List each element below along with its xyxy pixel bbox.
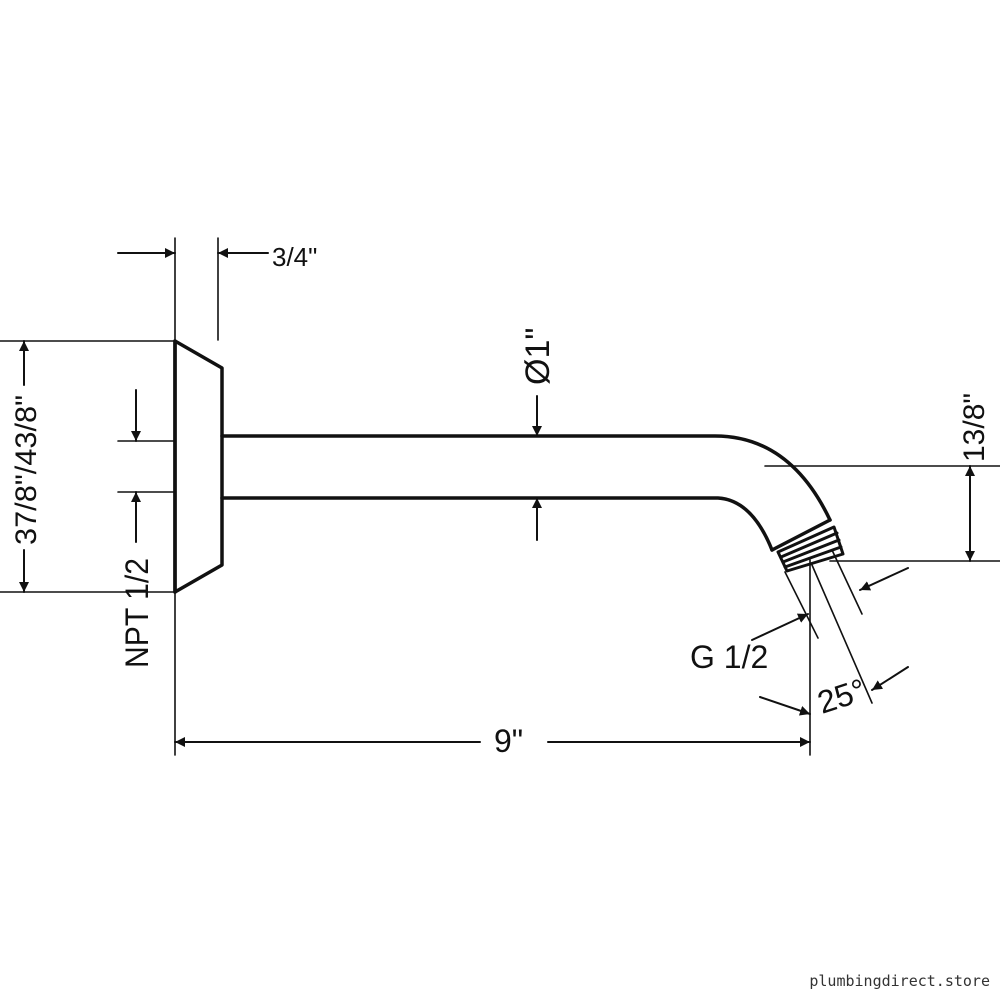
outlet-drop-label: 13/8" xyxy=(958,393,991,462)
outlet-thread-label: G 1/2 xyxy=(690,639,768,675)
dimension-lines xyxy=(19,248,975,747)
length-label: 9" xyxy=(494,723,523,759)
angle-arrow-right xyxy=(871,666,909,691)
shower-arm-pipe xyxy=(220,434,832,552)
inlet-thread-label: NPT 1/2 xyxy=(119,558,155,668)
extension-lines xyxy=(0,237,1000,756)
angle-arrow-left xyxy=(759,696,811,716)
thread-arrow xyxy=(751,613,809,641)
outlet-edge-arrow xyxy=(859,567,909,591)
flange-depth-label: 3/4" xyxy=(272,242,317,272)
pipe-diameter-label: Ø1" xyxy=(519,328,557,385)
wall-flange xyxy=(173,339,224,594)
flange-height-label: 37/8"/43/8" xyxy=(10,395,43,545)
watermark: plumbingdirect.store xyxy=(809,972,990,990)
